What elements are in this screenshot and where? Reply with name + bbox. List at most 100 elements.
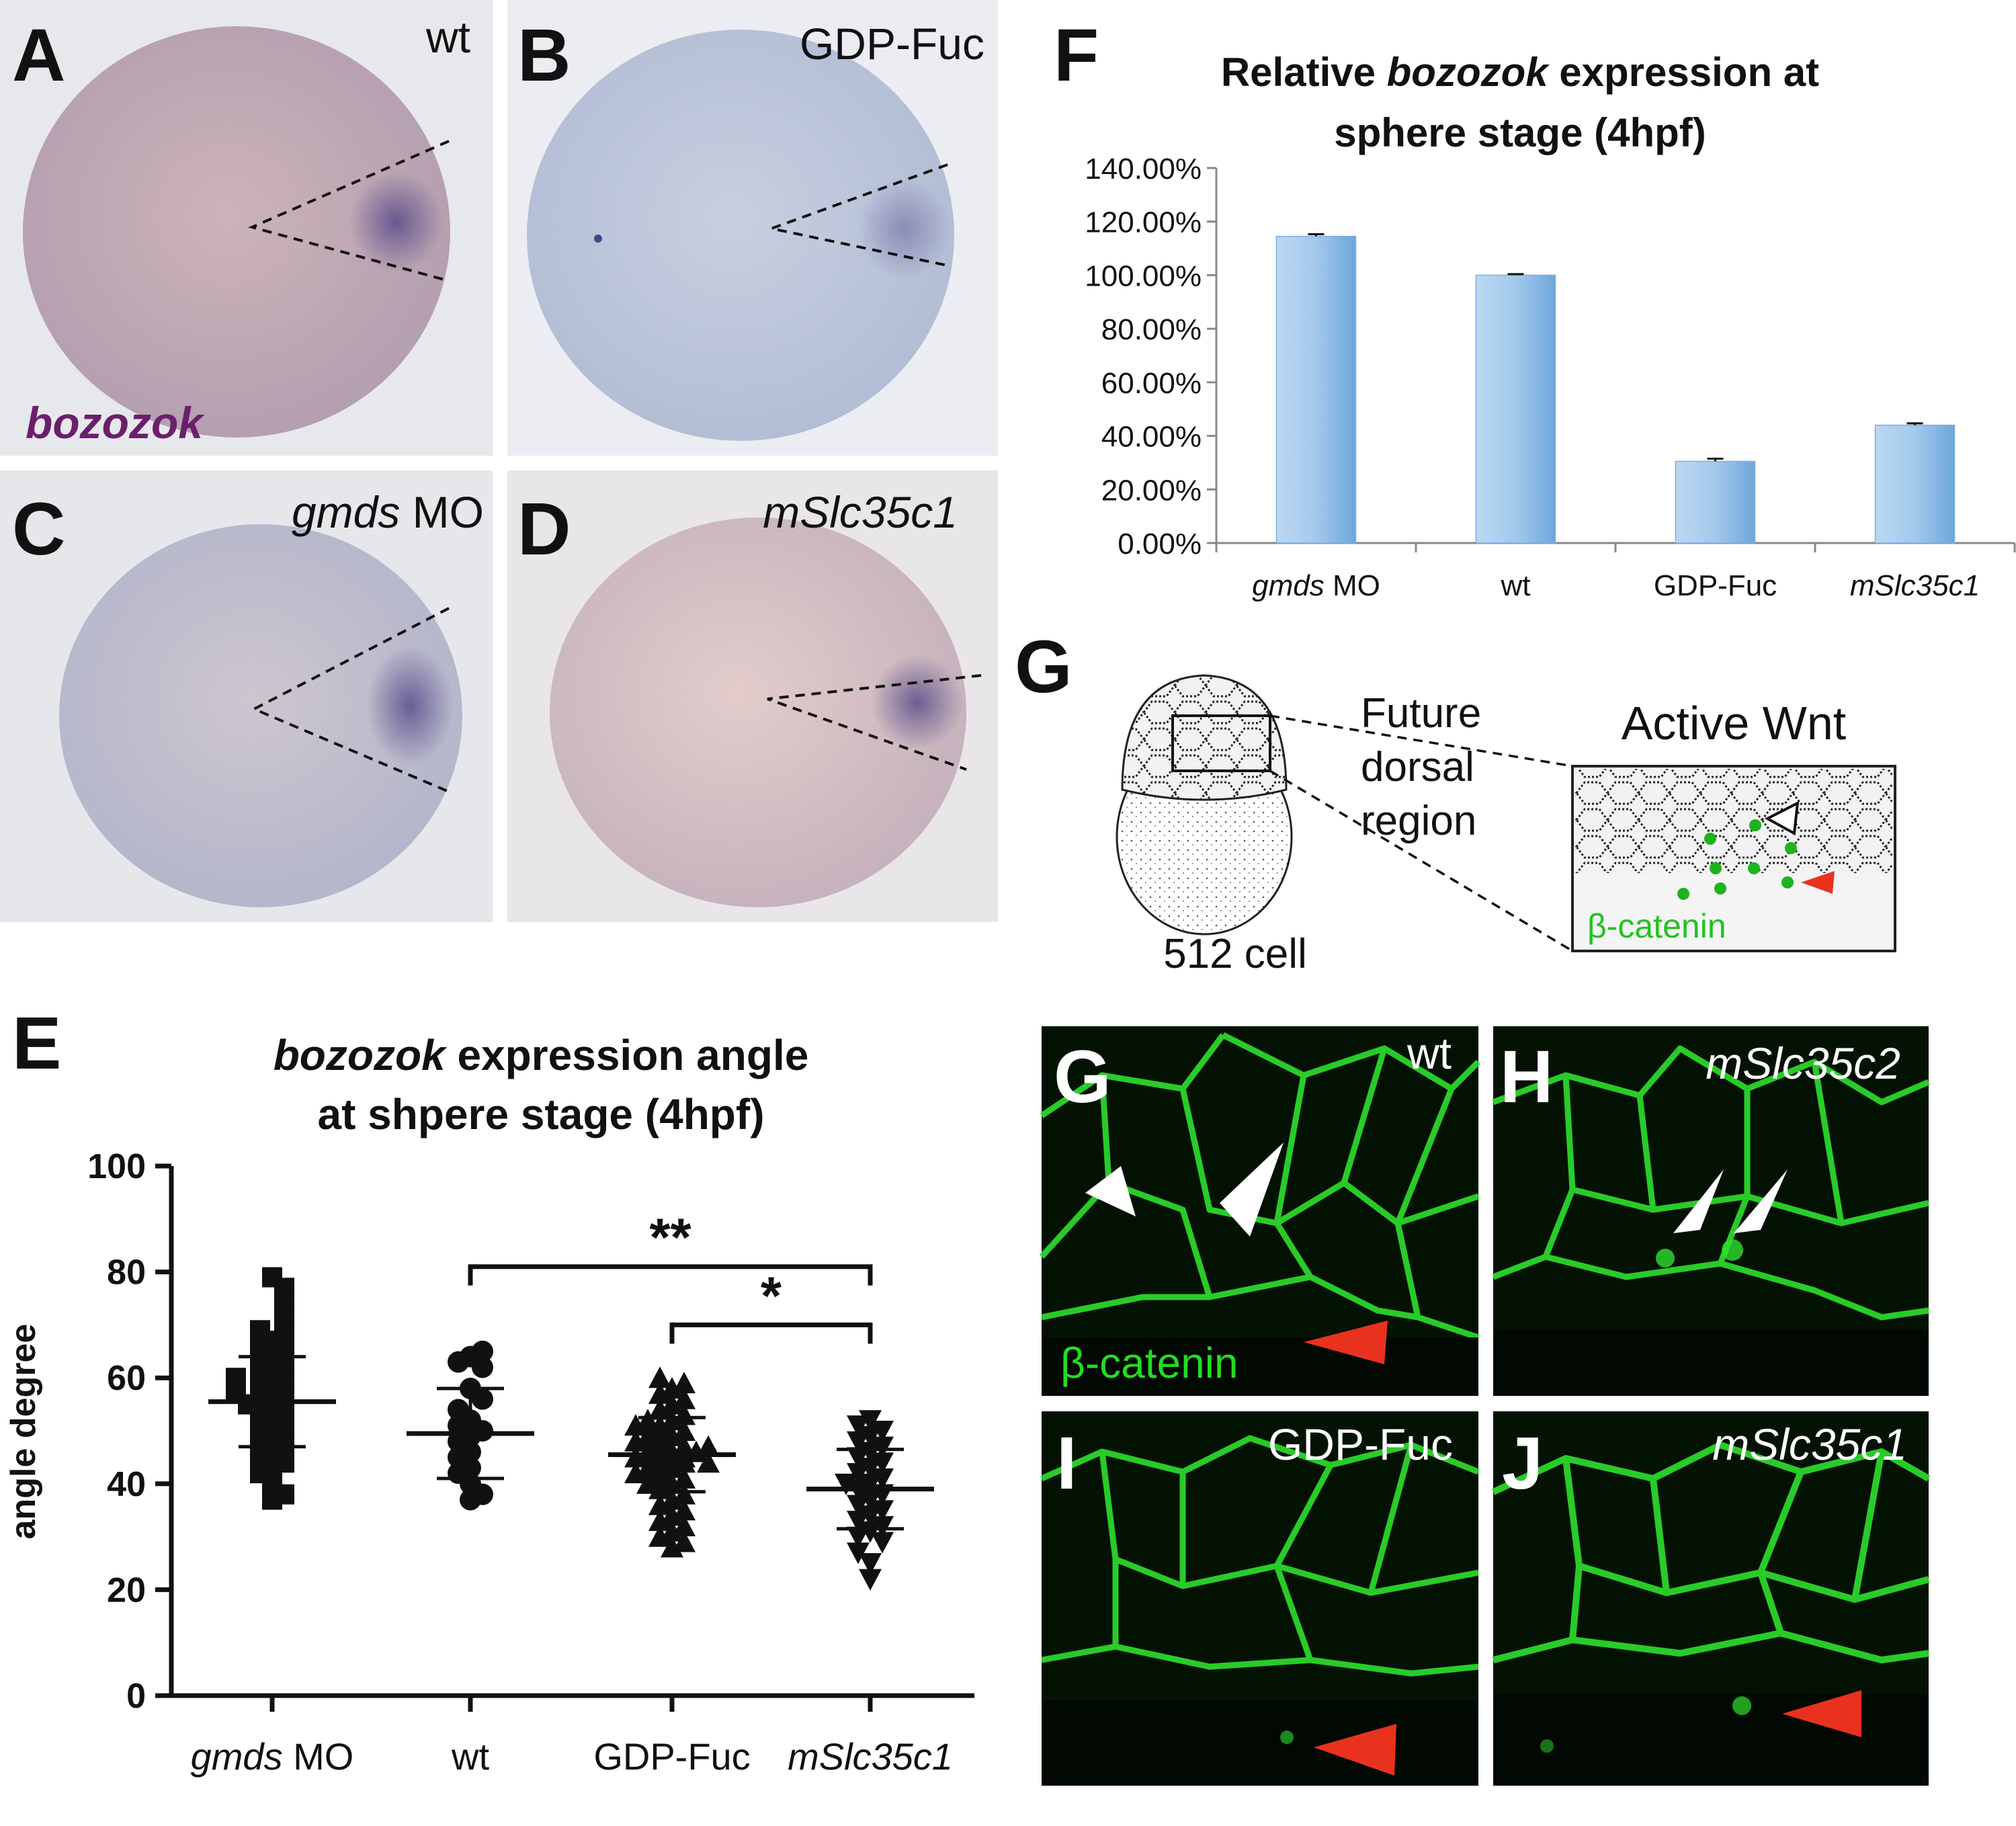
title-italic: bozozok	[274, 1031, 448, 1079]
cell-membranes	[1040, 1435, 1480, 1677]
panel-letter: C	[12, 488, 65, 571]
bar-chart: 0.00%20.00%40.00%60.00%80.00%100.00%120.…	[1085, 153, 2016, 602]
data-point	[648, 1525, 671, 1547]
yolk-region	[1042, 1700, 1478, 1786]
data-point	[648, 1477, 671, 1499]
panel-h: H mSlc35c2	[1492, 1026, 1930, 1396]
data-point	[636, 1409, 659, 1431]
condition-label: mSlc35c1	[763, 487, 958, 537]
data-point	[624, 1414, 647, 1436]
red-arrowhead	[1782, 1690, 1861, 1737]
data-point	[847, 1415, 870, 1438]
y-tick-label: 20	[107, 1571, 146, 1610]
data-point	[661, 1536, 683, 1558]
stain-label: β-catenin	[1060, 1339, 1238, 1387]
region-label-line2: dorsal	[1361, 744, 1474, 790]
dot	[1710, 862, 1722, 874]
condition-label: gmds MO	[292, 487, 484, 537]
nuclear-beta-catenin-dots	[1677, 819, 1797, 900]
panel-a: A wt bozozok	[0, 0, 493, 456]
category-label-italic: gmds	[191, 1735, 283, 1778]
white-arrowhead	[1085, 1166, 1136, 1216]
y-tick-label: 120.00%	[1085, 206, 1202, 239]
category-label-rest: wt	[1501, 569, 1531, 602]
y-tick-label: 40	[107, 1465, 146, 1504]
condition-label: wt	[1406, 1028, 1452, 1078]
data-point	[661, 1520, 683, 1542]
x-tick-label: wt	[451, 1735, 489, 1778]
data-point	[648, 1366, 671, 1388]
chart-title-line2: sphere stage (4hpf)	[1334, 110, 1706, 155]
condition-label: mSlc35c1	[1712, 1419, 1907, 1469]
x-tick-label: mSlc35c1	[1850, 569, 1980, 602]
data-point	[847, 1447, 870, 1469]
chart-title-line2: at shpere stage (4hpf)	[317, 1090, 764, 1138]
significance-label: **	[649, 1208, 691, 1268]
nucleus	[1540, 1739, 1554, 1753]
data-point	[673, 1530, 696, 1552]
panel-letter: B	[517, 14, 571, 97]
data-point	[661, 1376, 683, 1399]
category-label-italic: gmds	[1252, 569, 1325, 602]
stage-label: 512 cell	[1163, 931, 1307, 977]
region-label-line1: Future	[1361, 690, 1481, 737]
data-point	[648, 1509, 671, 1531]
y-tick-label: 80.00%	[1101, 313, 1202, 346]
panel-letter: A	[12, 14, 65, 97]
panel-letter: I	[1056, 1422, 1077, 1505]
condition-label: GDP-Fuc	[1268, 1419, 1453, 1469]
y-tick-label: 60	[107, 1359, 146, 1398]
blastoderm	[1121, 674, 1288, 801]
debris-dot	[594, 235, 602, 243]
embryo-d	[550, 517, 966, 907]
data-point	[673, 1499, 696, 1521]
y-tick-label: 80	[107, 1253, 146, 1292]
panel-g-confocal: G wt β-catenin	[1039, 1026, 1481, 1396]
data-point	[697, 1451, 720, 1473]
title-italic: bozozok	[1387, 50, 1550, 95]
inset-stain-label: β-catenin	[1587, 907, 1726, 945]
data-point	[448, 1351, 469, 1373]
x-tick-label: gmds MO	[1252, 569, 1380, 602]
data-point	[847, 1526, 870, 1548]
significance-bracket	[669, 1322, 873, 1344]
red-arrowhead	[1304, 1321, 1388, 1364]
bar	[1275, 235, 1357, 544]
expression-domain-a	[349, 171, 444, 272]
zoom-line-bottom	[1269, 770, 1573, 952]
dot	[1749, 819, 1761, 831]
embryo-a	[23, 26, 450, 438]
panel-letter: F	[1054, 14, 1099, 97]
data-point	[636, 1424, 659, 1446]
angle-lines-b	[766, 163, 948, 267]
data-point	[871, 1532, 894, 1554]
embryo-c	[59, 524, 462, 907]
panel-f: F Relative bozozok expression at sphere …	[1054, 14, 2016, 602]
data-point	[661, 1488, 683, 1510]
category-label-italic: mSlc35c1	[1850, 569, 1980, 602]
dot	[1748, 862, 1760, 874]
data-point	[673, 1419, 696, 1441]
y-tick-label: 60.00%	[1101, 367, 1202, 400]
data-point	[673, 1387, 696, 1409]
expression-domain-c	[366, 645, 454, 766]
category-label-rest: MO	[283, 1735, 354, 1778]
panel-d: D mSlc35c1	[507, 470, 998, 922]
condition-label: mSlc35c2	[1706, 1038, 1900, 1088]
y-tick-label: 100.00%	[1085, 259, 1202, 292]
category-label-rest: wt	[451, 1735, 489, 1778]
panel-e: E bozozok expression angle at shpere sta…	[4, 1002, 974, 1778]
category-label-italic: mSlc35c1	[788, 1735, 953, 1778]
y-tick-label: 20.00%	[1101, 474, 1202, 507]
zoom-line-top	[1269, 714, 1573, 767]
data-point	[847, 1463, 870, 1485]
data-point	[847, 1542, 870, 1565]
dot	[1785, 842, 1797, 854]
panel-letter: G	[1015, 626, 1073, 708]
angle-lines-c	[251, 607, 450, 793]
dot	[1677, 888, 1689, 900]
data-point	[624, 1462, 647, 1484]
panel-letter: G	[1054, 1036, 1111, 1118]
condition-label: wt	[425, 12, 470, 62]
